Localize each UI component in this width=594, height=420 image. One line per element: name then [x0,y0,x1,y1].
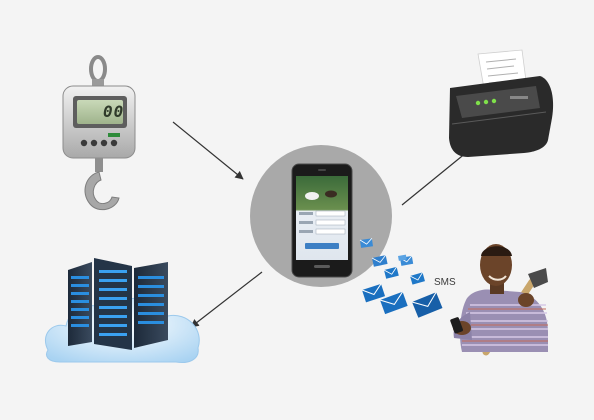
envelope-icon [379,291,408,315]
envelope-icon [398,254,407,261]
edge-scale-to-phone [172,121,244,180]
smartphone-node [250,145,392,287]
edge-phone-to-printer [401,147,473,206]
envelope-icon [383,266,399,279]
hanging-scale-icon [62,55,136,211]
envelope-icon [409,272,425,285]
sms-envelopes-icon [359,238,443,318]
sms-label: SMS [434,277,456,288]
envelope-icon [371,254,388,267]
scale-display-value: 00 [103,102,125,121]
server-cloud-icon [44,258,200,363]
envelope-icon [361,283,386,303]
printer-icon [449,49,554,157]
envelope-icon [359,238,373,248]
edge-phone-to-cloud [190,271,263,328]
smartphone-icon [291,163,353,278]
envelope-icon [411,292,443,318]
person-with-phone-icon [450,244,548,356]
